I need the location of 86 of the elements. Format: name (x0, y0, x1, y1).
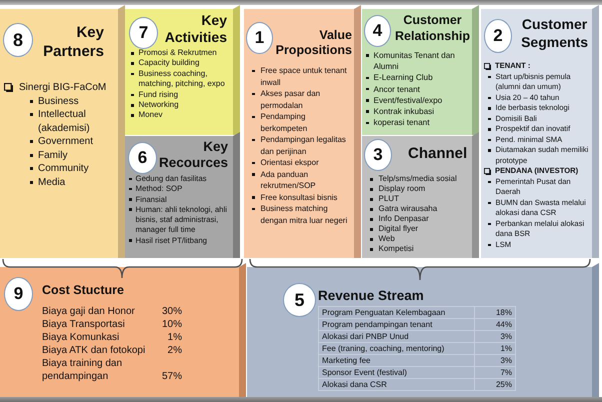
list-item-text: Business (38, 94, 79, 108)
percentage: 57% (162, 370, 182, 383)
canvas-panel (481, 5, 599, 258)
list-item-text: Info Denpasar (378, 214, 429, 224)
share-cell: 7% (475, 367, 515, 379)
panel-heading: Key Recources (158, 139, 228, 171)
revenue-source-cell: Fee (traning, coaching, mentoring) (319, 343, 475, 355)
percentage: 1% (168, 331, 182, 344)
revenue-source-cell: Sponsor Event (festival) (319, 367, 475, 379)
panel-heading: Revenue Stream (318, 287, 424, 304)
canvas-panel (362, 132, 479, 258)
revenue-source-cell: Marketing fee (319, 355, 475, 367)
list-item-text: Monev (138, 110, 163, 121)
list-item-text: Akses pasar dan permodalan (260, 88, 322, 111)
list-item-text: Business matching dengan mitra luar negeri (260, 203, 348, 226)
list-item-text: Orientasi ekspor (260, 157, 319, 168)
list-item-text: Free konsultasi bisnis (260, 192, 338, 203)
panel-heading: Customer Relationship (395, 12, 470, 44)
group-heading: Sinergi BIG-FaCoM (19, 81, 106, 94)
list-item-text: Intellectual (akademisi) (38, 108, 91, 135)
list-item-text: Family (38, 148, 68, 162)
list-item-text: Gatra wirausaha (378, 204, 438, 214)
number-circle: 5 (283, 283, 316, 317)
list-item-text: Kompetisi (378, 244, 414, 254)
cost-item: Biaya gaji dan Honor (42, 305, 135, 318)
share-cell: 44% (475, 319, 515, 331)
share-cell: 3% (475, 331, 515, 343)
list-item-text: Kontrak inkubasi (374, 106, 434, 118)
panel-heading: Value Propositions (276, 28, 352, 58)
list-item-text: Capacity building (138, 58, 200, 69)
share-cell: 18% (475, 307, 515, 319)
number-circle: 8 (3, 23, 33, 57)
canvas-panel (0, 5, 125, 258)
list-item-text: Media (38, 176, 66, 189)
list-item-text: Free space untuk tenant inwall (260, 65, 348, 88)
list-item-text: Pendamping berkompeten (260, 111, 308, 134)
panel-heading: Key Activities (164, 12, 227, 46)
list-item-text: Komunitas Tenant dan Alumni (374, 50, 456, 72)
revenue-source-cell: Alokasi dari PNBP Unud (319, 331, 475, 343)
list-item-text: Community (38, 162, 89, 176)
list-item-text: Digital flyer (378, 224, 418, 234)
revenue-source-cell: Program Penguatan Kelembagaan (319, 307, 475, 319)
canvas-panel (244, 5, 361, 258)
revenue-source-cell: Alokasi dana CSR (319, 379, 475, 390)
number-circle: 1 (246, 22, 273, 54)
revenue-source-cell: Program pendampingan tenant (319, 319, 475, 331)
canvas-panel (0, 263, 246, 397)
percentage: 10% (162, 318, 182, 331)
share-cell-text: 25% (494, 379, 513, 390)
panel-heading: Customer Segments (521, 15, 588, 51)
list-item-text: E-Learning Club (374, 72, 433, 84)
cost-item: Biaya Komunkasi (42, 331, 120, 344)
canvas-panel (125, 132, 240, 258)
list-item-text: Business coaching, matching, pitching, expo (138, 68, 226, 90)
number-circle: 2 (484, 19, 512, 53)
number-circle: 7 (129, 17, 158, 49)
list-item-text: Fund rising (138, 90, 178, 100)
panel-heading: Cost Stucture (42, 282, 124, 298)
list-item-text: koperasi tenant (374, 117, 430, 128)
number-circle: 9 (4, 277, 33, 311)
list-item-text: Government (38, 135, 94, 148)
list-item-text: Promosi & Rekrutmen (138, 48, 217, 58)
list-item-text: Networking (138, 100, 179, 110)
canvas-panel (362, 5, 479, 135)
share-cell: 3% (475, 355, 515, 367)
percentage: 30% (162, 305, 182, 318)
list-item-text: Ada panduan rekrutmen/SOP (260, 168, 317, 192)
panel-heading: Channel (408, 145, 468, 163)
cost-item: Biaya Transportasi (42, 318, 125, 331)
share-cell: 1% (475, 343, 515, 355)
list-item-text: Display room (378, 184, 426, 194)
list-item-text: Pendampingan legalitas dan perijinan (260, 134, 347, 157)
panel-heading: Key Partners (43, 23, 104, 61)
cost-item: Biaya training dan pendampingan (42, 357, 124, 383)
list-item-text: Web (378, 234, 395, 244)
list-item-text: Ancor tenant (374, 84, 420, 95)
number-circle: 3 (364, 139, 392, 171)
canvas-panel (247, 263, 599, 397)
list-item-text: Event/festival/expo (374, 94, 442, 106)
canvas-panel (125, 5, 240, 135)
number-circle: 6 (128, 142, 157, 174)
list-item-text: Telp/sms/media sosial (378, 174, 457, 184)
number-circle: 4 (364, 15, 391, 47)
percentage: 2% (168, 344, 182, 357)
cost-item: Biaya ATK dan fotokopi (42, 344, 146, 357)
list-item-text: PLUT (378, 194, 399, 204)
